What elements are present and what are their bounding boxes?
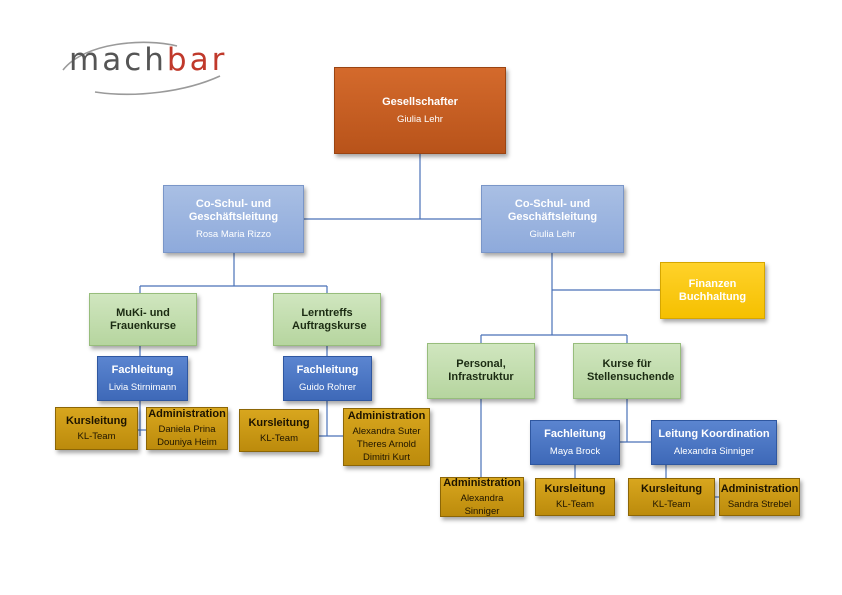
node-title: Co-Schul- und Geschäftsleitung bbox=[188, 197, 279, 223]
logo-wordmark: machbar bbox=[69, 42, 227, 78]
node-person: KL-Team bbox=[77, 430, 116, 442]
node-kursleitung-muki[interactable]: Kursleitung KL-Team bbox=[55, 407, 138, 450]
node-person: Maya Brock bbox=[549, 445, 601, 457]
node-title: Kursleitung bbox=[65, 414, 128, 427]
node-person: Alexandra Suter Theres Arnold Dimitri Ku… bbox=[352, 426, 421, 463]
node-title: Fachleitung bbox=[544, 427, 606, 440]
node-title: Leitung Koordination bbox=[658, 427, 770, 440]
node-person: Guido Rohrer bbox=[298, 381, 357, 393]
node-administration-muki[interactable]: Administration Daniela Prina Douniya Hei… bbox=[146, 407, 228, 450]
node-person: KL-Team bbox=[259, 432, 298, 444]
node-administration-koordination[interactable]: Administration Sandra Strebel bbox=[719, 478, 800, 516]
machbar-logo: machbar bbox=[55, 36, 230, 96]
node-fachleitung-lern[interactable]: Fachleitung Guido Rohrer bbox=[283, 356, 372, 401]
logo-highlight: bar bbox=[166, 42, 228, 78]
node-title: Fachleitung bbox=[111, 363, 174, 376]
node-title: Kursleitung bbox=[640, 483, 703, 495]
node-person: KL-Team bbox=[652, 499, 691, 510]
node-person: Alexandra Sinniger bbox=[460, 492, 504, 517]
node-kurse-stellen[interactable]: Kurse für Stellensuchende bbox=[573, 343, 681, 399]
node-title: Administration bbox=[148, 408, 226, 420]
node-person: Rosa Maria Rizzo bbox=[196, 228, 271, 240]
node-colead-right[interactable]: Co-Schul- und Geschäftsleitung Giulia Le… bbox=[481, 185, 624, 253]
node-person: Sandra Strebel bbox=[727, 499, 792, 510]
node-fachleitung-stellen[interactable]: Fachleitung Maya Brock bbox=[530, 420, 620, 465]
node-fachleitung-muki[interactable]: Fachleitung Livia Stirnimann bbox=[97, 356, 188, 401]
node-person: KL-Team bbox=[555, 499, 594, 510]
node-personal[interactable]: Personal, Infrastruktur bbox=[427, 343, 535, 399]
node-colead-left[interactable]: Co-Schul- und Geschäftsleitung Rosa Mari… bbox=[163, 185, 304, 253]
node-title: Gesellschafter bbox=[382, 95, 458, 108]
node-title: Finanzen Buchhaltung bbox=[678, 277, 747, 303]
node-title: Administration bbox=[720, 483, 799, 495]
node-title: MuKi- und Frauenkurse bbox=[109, 306, 177, 332]
node-title: Kurse für Stellensuchende bbox=[587, 358, 675, 383]
node-kursleitung-koordination[interactable]: Kursleitung KL-Team bbox=[628, 478, 715, 516]
node-kursleitung-lern[interactable]: Kursleitung KL-Team bbox=[239, 409, 319, 452]
node-administration-lern[interactable]: Administration Alexandra Suter Theres Ar… bbox=[343, 408, 430, 466]
node-title: Kursleitung bbox=[544, 483, 606, 495]
node-person: Giulia Lehr bbox=[397, 113, 443, 125]
node-finanzen[interactable]: Finanzen Buchhaltung bbox=[660, 262, 765, 319]
node-title: Administration bbox=[443, 476, 521, 489]
node-title: Co-Schul- und Geschäftsleitung bbox=[507, 197, 598, 223]
node-title: Personal, Infrastruktur bbox=[448, 358, 514, 383]
node-muki[interactable]: MuKi- und Frauenkurse bbox=[89, 293, 197, 346]
node-title: Kursleitung bbox=[248, 416, 310, 429]
node-gesellschafter[interactable]: Gesellschafter Giulia Lehr bbox=[334, 67, 506, 154]
node-person: Livia Stirnimann bbox=[108, 381, 177, 393]
node-person: Giulia Lehr bbox=[529, 228, 576, 240]
node-lerntreffs[interactable]: Lerntreffs Auftragskurse bbox=[273, 293, 381, 346]
node-leitung-koordination[interactable]: Leitung Koordination Alexandra Sinniger bbox=[651, 420, 777, 465]
node-title: Lerntreffs Auftragskurse bbox=[292, 306, 367, 332]
node-title: Administration bbox=[347, 410, 426, 422]
logo-prefix: mach bbox=[69, 42, 167, 78]
node-administration-personal[interactable]: Administration Alexandra Sinniger bbox=[440, 477, 524, 517]
node-kursleitung-stellen[interactable]: Kursleitung KL-Team bbox=[535, 478, 615, 516]
node-person: Alexandra Sinniger bbox=[673, 445, 755, 457]
logo-arc bbox=[62, 41, 221, 96]
node-title: Fachleitung bbox=[296, 363, 359, 376]
node-person: Daniela Prina Douniya Heim bbox=[157, 424, 217, 448]
